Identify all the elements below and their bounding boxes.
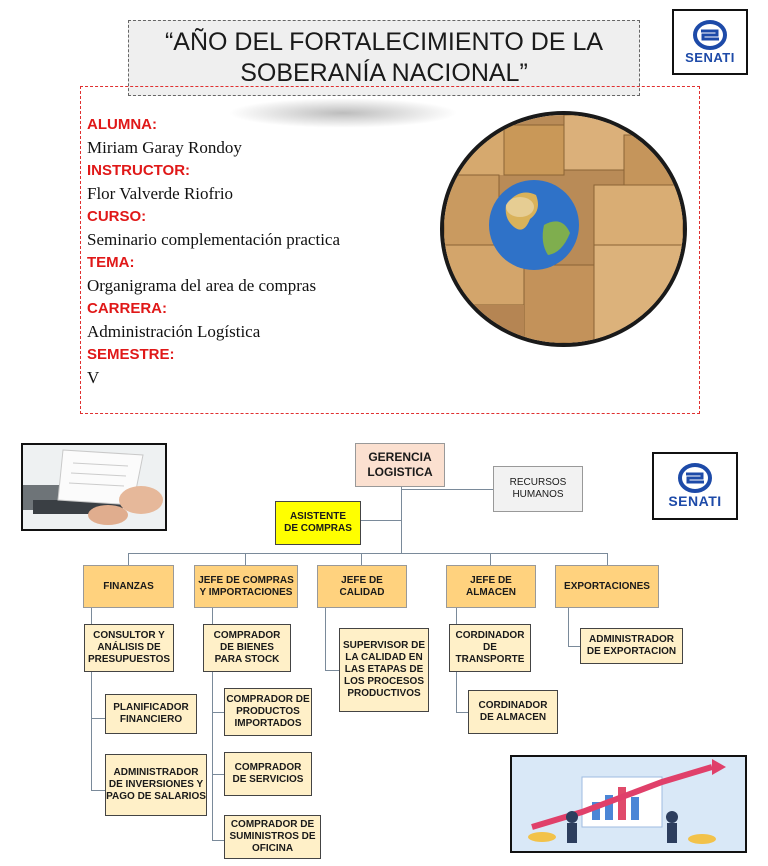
connector-line (245, 553, 246, 565)
connector-line (128, 553, 608, 554)
field-label-curso: CURSO: (87, 208, 340, 230)
org-role-exportacion: ADMINISTRADOR DE EXPORTACION (580, 628, 683, 664)
org-role-servicios: COMPRADOR DE SERVICIOS (224, 752, 312, 796)
org-role-supervisor-calidad: SUPERVISOR DE LA CALIDAD EN LAS ETAPAS D… (339, 628, 429, 712)
org-dept-label: FINANZAS (103, 581, 154, 593)
connector-line (607, 553, 608, 565)
connector-line (212, 712, 224, 713)
connector-line (91, 790, 105, 791)
senati-logo-text-bottom: SENATI (668, 493, 721, 509)
title-line-2: SOBERANÍA NACIONAL” (240, 58, 528, 89)
org-role-label: PLANIFICADOR FINANCIERO (111, 702, 191, 726)
title-banner: “AÑO DEL FORTALECIMIENTO DE LA SOBERANÍA… (128, 20, 640, 96)
connector-line (456, 712, 468, 713)
field-value-carrera: Administración Logística (87, 322, 340, 346)
org-role-importados: COMPRADOR DE PRODUCTOS IMPORTADOS (224, 688, 312, 736)
connector-line (212, 774, 224, 775)
connector-line (401, 489, 493, 490)
senati-logo: SENATI (672, 9, 748, 75)
connector-line (325, 608, 326, 670)
org-asistente-compras: ASISTENTE DE COMPRAS (275, 501, 361, 545)
org-role-label: COMPRADOR DE BIENES PARA STOCK (206, 630, 288, 666)
org-role-label: CORDINADOR DE ALMACEN (473, 700, 553, 724)
org-gerencia-logistica: GERENCIA LOGISTICA (355, 443, 445, 487)
org-role-label: ADMINISTRADOR DE EXPORTACION (582, 634, 682, 658)
field-label-instructor: INSTRUCTOR: (87, 162, 340, 184)
org-role-label: COMPRADOR DE SUMINISTROS DE OFICINA (225, 819, 320, 855)
org-asistente-label: ASISTENTE DE COMPRAS (283, 511, 353, 535)
org-dept-label: JEFE DE ALMACEN (461, 575, 521, 599)
org-dept-finanzas: FINANZAS (83, 565, 174, 608)
connector-line (490, 553, 491, 565)
org-gerencia-label: GERENCIA LOGISTICA (365, 450, 435, 480)
org-dept-label: JEFE DE CALIDAD (332, 575, 392, 599)
org-dept-label: JEFE DE COMPRAS Y IMPORTACIONES (196, 575, 296, 599)
laptop-invoice-image (21, 443, 167, 531)
org-role-label: SUPERVISOR DE LA CALIDAD EN LAS ETAPAS D… (341, 640, 427, 700)
field-label-carrera: CARRERA: (87, 300, 340, 322)
org-dept-compras: JEFE DE COMPRAS Y IMPORTACIONES (194, 565, 298, 608)
org-dept-exportaciones: EXPORTACIONES (555, 565, 659, 608)
connector-line (360, 520, 401, 521)
org-recursos-label: RECURSOS HUMANOS (503, 477, 573, 501)
field-value-tema: Organigrama del area de compras (87, 276, 340, 300)
org-role-suministros: COMPRADOR DE SUMINISTROS DE OFICINA (224, 815, 321, 859)
org-role-cordinador-almacen: CORDINADOR DE ALMACEN (468, 690, 558, 734)
connector-line (325, 670, 339, 671)
org-role-transporte: CORDINADOR DE TRANSPORTE (449, 624, 531, 672)
senati-logo-bottom: SENATI (652, 452, 738, 520)
org-role-label: COMPRADOR DE PRODUCTOS IMPORTADOS (226, 694, 310, 730)
org-role-label: ADMINISTRADOR DE INVERSIONES Y PAGO DE S… (106, 767, 206, 803)
field-label-semestre: SEMESTRE: (87, 346, 340, 368)
org-role-label: CONSULTOR Y ANÁLISIS DE PRESUPUESTOS (87, 630, 171, 666)
globe-boxes-image (440, 111, 687, 347)
student-info: ALUMNA: Miriam Garay Rondoy INSTRUCTOR: … (87, 116, 340, 392)
org-role-label: COMPRADOR DE SERVICIOS (228, 762, 308, 786)
org-recursos-humanos: RECURSOS HUMANOS (493, 466, 583, 512)
senati-logo-icon (693, 20, 727, 50)
business-growth-image (510, 755, 747, 853)
senati-logo-icon (678, 463, 712, 493)
senati-logo-text: SENATI (685, 50, 735, 65)
org-role-label: CORDINADOR DE TRANSPORTE (452, 630, 528, 666)
field-label-tema: TEMA: (87, 254, 340, 276)
org-role-consultor: CONSULTOR Y ANÁLISIS DE PRESUPUESTOS (84, 624, 174, 672)
field-value-instructor: Flor Valverde Riofrio (87, 184, 340, 208)
connector-line (568, 608, 569, 646)
connector-line (128, 553, 129, 565)
title-line-1: “AÑO DEL FORTALECIMIENTO DE LA (165, 27, 603, 58)
connector-line (91, 718, 105, 719)
org-role-bienes-stock: COMPRADOR DE BIENES PARA STOCK (203, 624, 291, 672)
org-role-inversiones: ADMINISTRADOR DE INVERSIONES Y PAGO DE S… (105, 754, 207, 816)
org-dept-label: EXPORTACIONES (564, 581, 650, 593)
org-role-planificador: PLANIFICADOR FINANCIERO (105, 694, 197, 734)
field-label-alumna: ALUMNA: (87, 116, 340, 138)
org-dept-calidad: JEFE DE CALIDAD (317, 565, 407, 608)
connector-line (212, 840, 224, 841)
org-dept-almacen: JEFE DE ALMACEN (446, 565, 536, 608)
field-value-alumna: Miriam Garay Rondoy (87, 138, 340, 162)
field-value-curso: Seminario complementación practica (87, 230, 340, 254)
connector-line (361, 553, 362, 565)
connector-line (568, 646, 580, 647)
field-value-semestre: V (87, 368, 340, 392)
